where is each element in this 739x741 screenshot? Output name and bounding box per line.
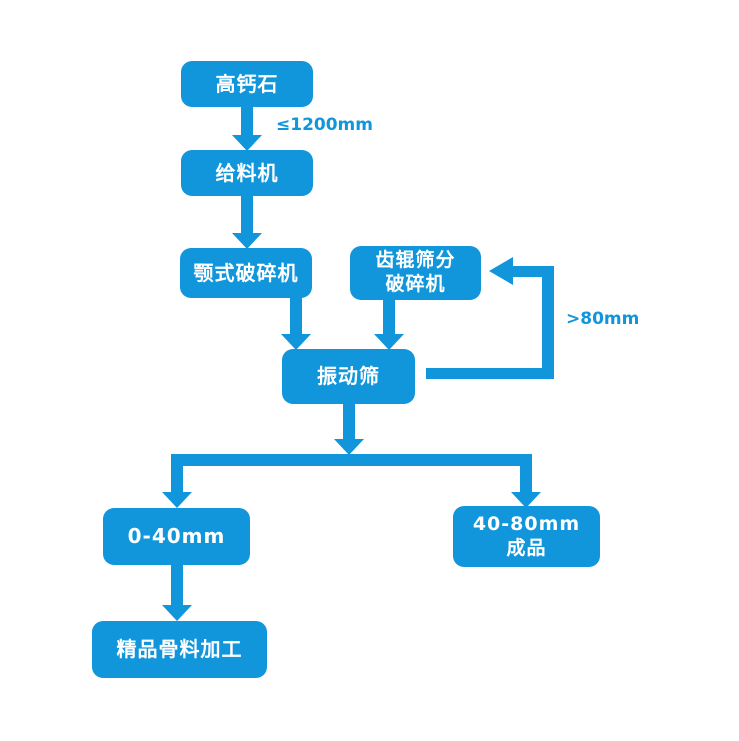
node-vibrating-screen: 振动筛 <box>282 349 415 404</box>
node-label: 颚式破碎机 <box>193 260 299 285</box>
feedback-line-bottom <box>426 368 554 379</box>
arrow-0-40mm-to-premium <box>162 564 192 621</box>
arrow-shaft <box>383 299 395 335</box>
node-output-0-40mm: 0-40mm <box>103 508 250 565</box>
node-toothed-roller-screening-crusher: 齿辊筛分 破碎机 <box>350 246 481 300</box>
arrow-roller-crusher-to-screen <box>374 299 404 350</box>
node-label: 40-80mm 成品 <box>473 513 580 561</box>
node-label-line1: 40-80mm <box>472 512 581 535</box>
node-label: 给料机 <box>215 160 279 185</box>
split-connector-bar <box>171 454 532 466</box>
arrow-head-down-icon <box>162 492 192 508</box>
arrow-shaft <box>241 106 253 136</box>
node-feeder: 给料机 <box>181 150 313 196</box>
arrow-head-down-icon <box>232 135 262 151</box>
arrow-head-down-icon <box>232 233 262 249</box>
node-label-line2: 成品 <box>506 536 547 559</box>
arrow-shaft <box>241 195 253 234</box>
node-label: 振动筛 <box>317 364 380 388</box>
arrow-source-to-feeder <box>232 106 262 151</box>
arrow-shaft <box>290 297 302 335</box>
edge-label-feed-size: ≤1200mm <box>276 115 373 135</box>
node-label-line2: 破碎机 <box>385 273 446 295</box>
feedback-line-top <box>513 266 554 277</box>
arrow-shaft <box>343 403 355 440</box>
arrow-jaw-crusher-to-screen <box>281 297 311 350</box>
feedback-line-vertical <box>542 266 554 379</box>
node-raw-material: 高钙石 <box>181 61 313 107</box>
arrow-shaft <box>171 564 183 606</box>
arrow-head-down-icon <box>281 334 311 350</box>
arrow-feeder-to-jaw-crusher <box>232 195 262 249</box>
arrow-head-down-icon <box>374 334 404 350</box>
arrow-screen-to-split <box>334 403 364 455</box>
node-label-line1: 齿辊筛分 <box>375 249 456 272</box>
arrow-head-left-icon <box>489 257 513 285</box>
arrow-head-down-icon <box>162 605 192 621</box>
node-label: 0-40mm <box>127 524 226 548</box>
node-premium-aggregate-processing: 精品骨料加工 <box>92 621 267 678</box>
arrow-head-down-icon <box>334 439 364 455</box>
arrow-head-down-icon <box>511 492 541 508</box>
node-label: 精品骨料加工 <box>116 637 243 661</box>
node-label: 高钙石 <box>215 71 279 96</box>
node-jaw-crusher: 颚式破碎机 <box>180 248 312 298</box>
node-output-40-80mm-finished: 40-80mm 成品 <box>453 506 600 567</box>
edge-label-oversize: >80mm <box>566 309 640 329</box>
node-label: 齿辊筛分 破碎机 <box>375 249 455 297</box>
